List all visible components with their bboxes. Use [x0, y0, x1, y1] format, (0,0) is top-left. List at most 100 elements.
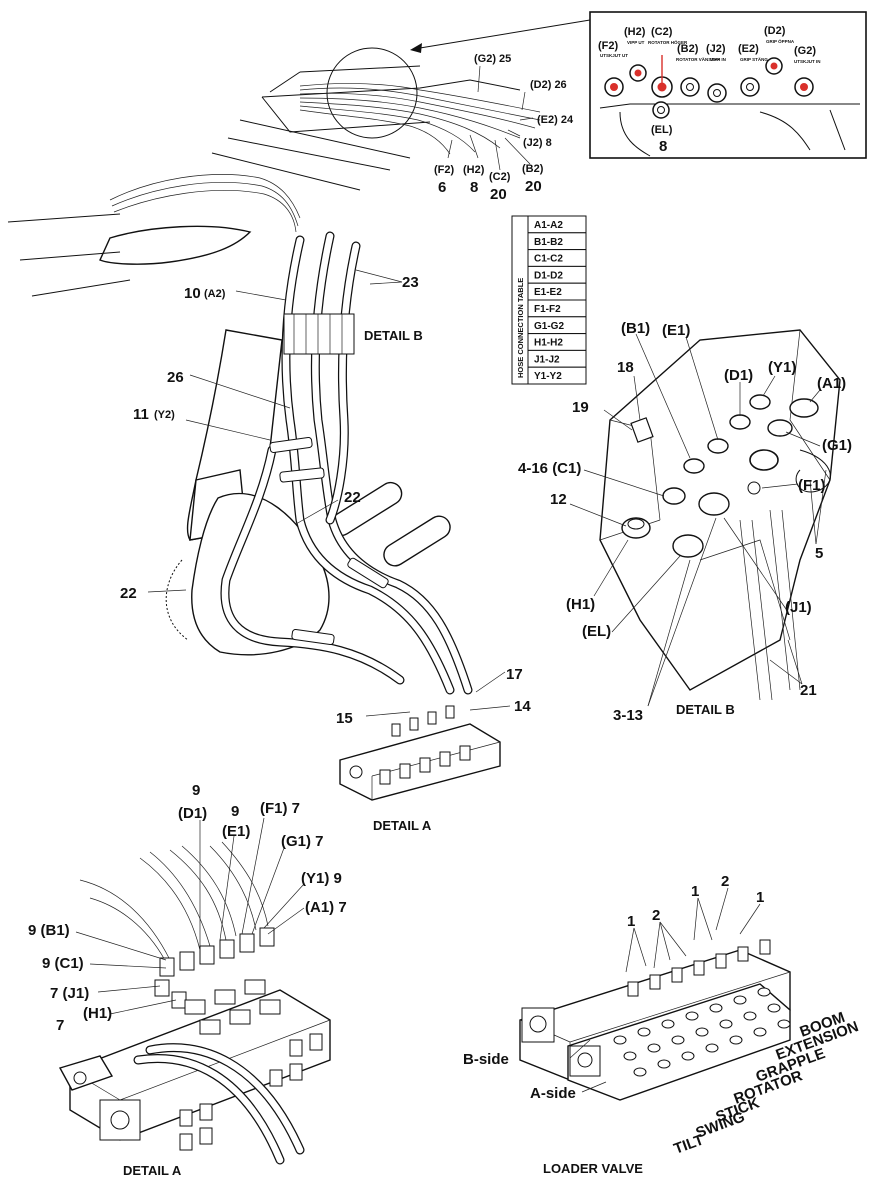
valve-port — [753, 1027, 767, 1037]
inset-g2: (G2) — [794, 45, 816, 57]
detail-a-9-top: 9 — [192, 782, 200, 799]
inset-b2-sub: ROTATOR VÄNSTER — [676, 56, 721, 62]
hose-table-row: B1-B2 — [534, 237, 563, 248]
detail-b-5: 5 — [815, 545, 823, 562]
inset-d2-sub: GRIP ÖPPNA — [766, 38, 795, 44]
callout-22-b: 22 — [120, 585, 137, 602]
callout-c2-num: 20 — [490, 186, 507, 203]
valve-port — [647, 1043, 661, 1053]
valve-fitting — [627, 981, 639, 997]
valve-port — [767, 1003, 781, 1013]
callout-h2: (H2) — [463, 164, 485, 176]
callout-b2-num: 20 — [525, 178, 542, 195]
detail-a-title: DETAIL A — [123, 1163, 182, 1178]
function-tilt: TILT — [672, 1131, 707, 1157]
callout-j2-8: (J2) 8 — [523, 137, 552, 149]
inset-f2: (F2) — [598, 40, 619, 52]
hose-table-row: G1-G2 — [534, 321, 564, 332]
detail-b-d1: (D1) — [724, 367, 753, 384]
detail-b-ref: DETAIL B — [364, 328, 423, 343]
inset-e2-sub: GRIP STÄNG — [740, 56, 768, 62]
detail-b-21: 21 — [800, 682, 817, 699]
valve-port — [661, 1019, 675, 1029]
callout-f2: (F2) — [434, 164, 455, 176]
loader-valve-title: LOADER VALVE — [543, 1161, 643, 1176]
valve-port — [757, 987, 771, 997]
detail-b-4-16: 4-16 (C1) — [518, 460, 581, 477]
detail-b-b1: (B1) — [621, 320, 650, 337]
boom-illustration — [7, 174, 511, 801]
inset-el-num: 8 — [659, 138, 667, 155]
boom-callouts: 10 (A2) 23 DETAIL B 26 11 (Y2) 22 22 17 … — [120, 274, 531, 833]
loader-1-b: 1 — [691, 883, 699, 900]
detail-b-e1: (E1) — [662, 322, 690, 339]
callout-g2-25: (G2) 25 — [474, 53, 511, 65]
detail-b-illustration — [569, 329, 841, 707]
detail-b-y1: (Y1) — [768, 359, 796, 376]
inset-c2: (C2) — [651, 26, 673, 38]
inset-j2-sub: VIPP IN — [710, 57, 726, 62]
loader-valve-illustration — [519, 887, 791, 1101]
detail-b-g1: (G1) — [822, 437, 852, 454]
callout-17: 17 — [506, 666, 523, 683]
detail-b-el: (EL) — [582, 623, 611, 640]
loader-2-a: 2 — [652, 907, 660, 924]
valve-fitting — [671, 967, 683, 983]
detail-a-plug-grid — [179, 979, 323, 1151]
boom-fitting-block — [283, 313, 355, 355]
valve-port — [685, 1011, 699, 1021]
valve-port — [613, 1035, 627, 1045]
inset-el: (EL) — [651, 124, 673, 136]
callout-e2-24: (E2) 24 — [537, 114, 574, 126]
callout-26: 26 — [167, 369, 184, 386]
valve-port — [681, 1051, 695, 1061]
detail-b-title: DETAIL B — [676, 702, 735, 717]
boom-top-callouts: (G2) 25 (D2) 26 (E2) 24 (J2) 8 (F2) 6 (H… — [434, 53, 574, 203]
detail-a-j1: 7 (J1) — [50, 985, 89, 1002]
hose-table-row: J1-J2 — [534, 354, 560, 365]
callout-11-sub: (Y2) — [154, 409, 175, 421]
valve-port — [637, 1027, 651, 1037]
hose-table-row: Y1-Y2 — [534, 371, 562, 382]
inset-g2-sub: UTSKJUT IN — [794, 59, 821, 64]
boom-head-illustration — [211, 19, 591, 191]
callout-11: 11 — [133, 406, 149, 423]
callout-f2-num: 6 — [438, 179, 446, 196]
callout-23: 23 — [402, 274, 419, 291]
hose-table-heading: HOSE CONNECTION TABLE — [516, 278, 525, 378]
hose-table-row: A1-A2 — [534, 220, 563, 231]
inset-fittings — [604, 55, 814, 119]
detail-b-f1: (F1) — [798, 477, 826, 494]
hose-table-rows: A1-A2B1-B2C1-C2D1-D2E1-E2F1-F2G1-G2H1-H2… — [527, 215, 587, 385]
valve-port — [719, 1019, 733, 1029]
inset-b2: (B2) — [677, 43, 699, 55]
detail-b-callouts: (B1) (E1) (D1) (Y1) (A1) 18 19 (G1) 4-16… — [518, 320, 852, 724]
callout-b2: (B2) — [522, 163, 544, 175]
detail-b-j1: (J1) — [785, 599, 812, 616]
hose-table-row: F1-F2 — [534, 304, 561, 315]
slewing-cylinders — [329, 481, 451, 567]
valve-fitting — [737, 946, 749, 962]
callout-10: 10 — [184, 285, 201, 302]
detail-b-18: 18 — [617, 359, 634, 376]
detail-b-12: 12 — [550, 491, 567, 508]
loader-b-side: B-side — [463, 1051, 509, 1068]
detail-a-g1-7: (G1) 7 — [281, 833, 324, 850]
detail-a-callouts: 9 (D1) 9 (E1) (F1) 7 (G1) 7 (Y1) 9 (A1) … — [28, 782, 347, 1178]
valve-port — [633, 1067, 647, 1077]
boom-top-leaders — [447, 65, 534, 171]
inset-d2: (D2) — [764, 25, 786, 37]
valve-port — [623, 1051, 637, 1061]
mid-loader-valve — [339, 705, 501, 801]
detail-b-3-13: 3-13 — [613, 707, 643, 724]
loader-1-c: 1 — [756, 889, 764, 906]
callout-10-sub: (A2) — [204, 288, 226, 300]
callout-h2-num: 8 — [470, 179, 478, 196]
inset-c2-sub: ROTATOR HÖGER — [648, 39, 688, 45]
detail-a-d1: (D1) — [178, 805, 207, 822]
detail-a-h1: (H1) — [83, 1005, 112, 1022]
loader-2-b: 2 — [721, 873, 729, 890]
valve-fitting — [649, 974, 661, 990]
detail-b-a1: (A1) — [817, 375, 846, 392]
valve-fitting — [693, 960, 705, 976]
